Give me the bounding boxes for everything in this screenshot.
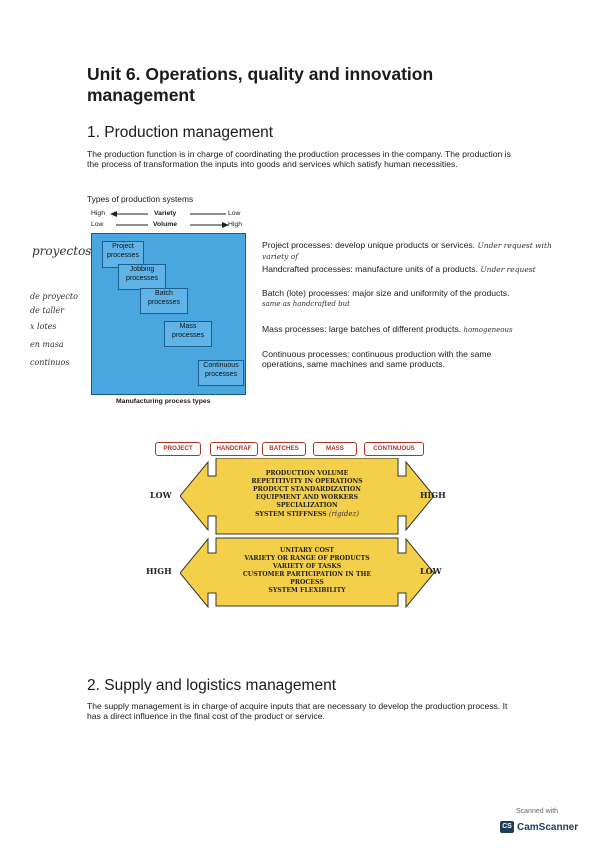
page-title: Unit 6. Operations, quality and innovati… — [87, 64, 434, 105]
margin-note-5: en masa — [30, 340, 64, 349]
margin-note-2: de proyecto — [30, 292, 78, 301]
arrow2-left-label: HIGH — [146, 566, 172, 576]
section-heading-supply: 2. Supply and logistics management — [87, 677, 337, 694]
axis-low-left: Low — [91, 221, 104, 228]
margin-note-1: proyectos — [32, 244, 92, 258]
double-arrow-graphic — [180, 458, 435, 608]
margin-note-6: continuos — [30, 358, 70, 367]
process-project: Project processes: develop unique produc… — [262, 240, 552, 261]
axis-high-left: High — [91, 210, 105, 217]
camscanner-logo: CS CamScanner — [500, 820, 578, 834]
tag-handcraf: HANDCRAF — [210, 442, 258, 456]
tag-continuous: CONTINUOUS — [364, 442, 424, 456]
margin-note-3: de taller — [30, 306, 65, 315]
camscanner-icon: CS — [500, 821, 514, 833]
section-heading-production: 1. Production management — [87, 124, 274, 141]
arrow1-left-label: LOW — [150, 490, 172, 500]
arrow2-text: UNITARY COST VARIETY OR RANGE OF PRODUCT… — [242, 547, 372, 594]
axis-low-right: Low — [228, 210, 241, 217]
process-mass: Mass processes: large batches of differe… — [262, 324, 513, 334]
supply-paragraph: The supply management is in charge of ac… — [87, 701, 508, 721]
production-paragraph: The production function is in charge of … — [87, 149, 511, 169]
margin-note-4: x lotes — [30, 322, 57, 331]
scanned-with-label: Scanned with — [516, 808, 559, 815]
process-handcrafted: Handcrafted processes: manufacture units… — [262, 264, 536, 274]
arrow1-right-label: HIGH — [420, 490, 446, 500]
tag-project: PROJECT — [155, 442, 201, 456]
axis-high-right: High — [228, 221, 242, 228]
axis-volume: Volume — [153, 221, 178, 228]
types-heading: Types of production systems — [87, 194, 194, 204]
axis-arrows — [110, 211, 229, 228]
process-batch: Batch (lote) processes: major size and u… — [262, 288, 510, 308]
arrow2-right-label: LOW — [420, 566, 442, 576]
tag-batches: BATCHES — [262, 442, 306, 456]
diagram-caption: Manufacturing process types — [116, 398, 211, 405]
axis-variety: Variety — [154, 210, 177, 217]
tag-mass: MASS — [313, 442, 357, 456]
arrow1-text: PRODUCTION VOLUME REPETITIVITY IN OPERAT… — [251, 470, 363, 518]
process-continuous: Continuous processes: continuous product… — [262, 349, 492, 369]
